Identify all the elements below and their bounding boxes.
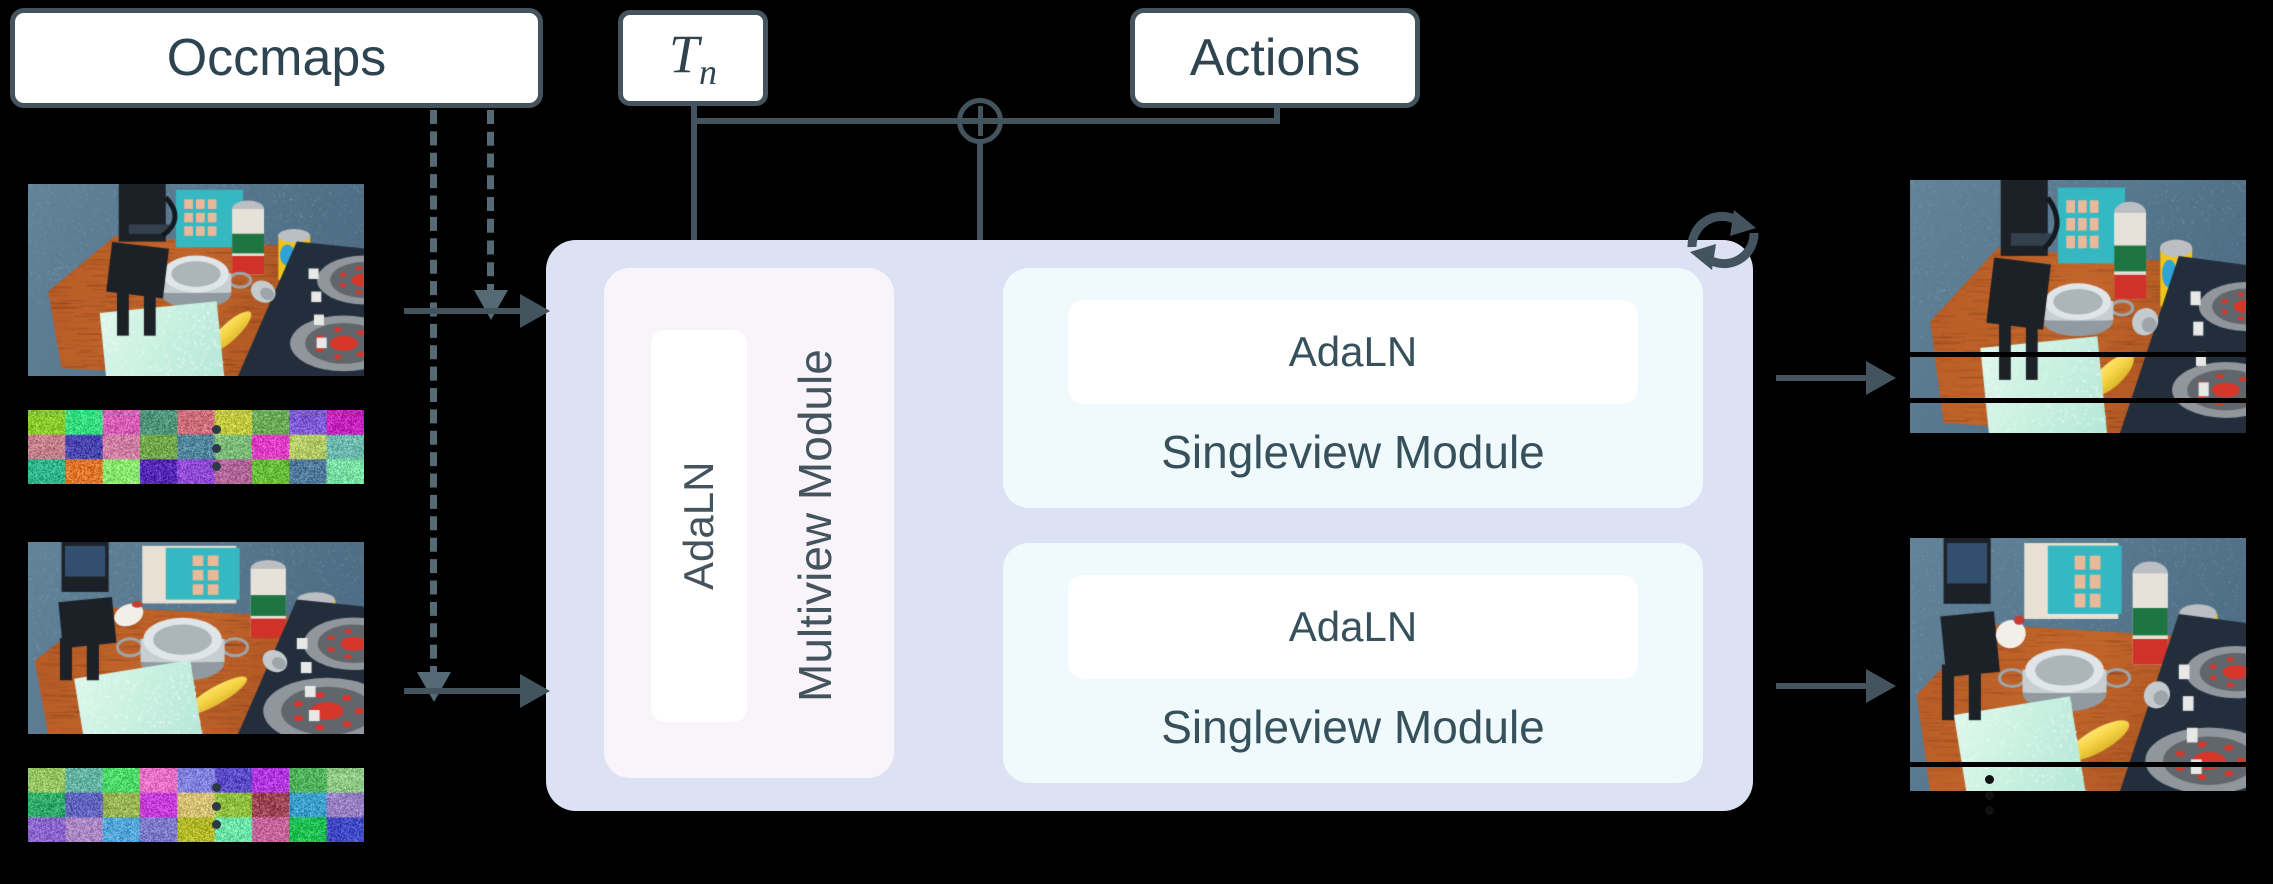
view-2-output-frame-divider-2 <box>1910 803 2246 808</box>
view-1-input-noise-tokens <box>28 410 364 484</box>
occmaps-dashed-arrowhead-lower <box>417 672 451 702</box>
occmaps-box[interactable]: Occmaps <box>10 8 543 108</box>
view-2-output-frame-divider-1 <box>1910 762 2246 767</box>
view-2-input-arrowhead <box>520 674 550 708</box>
view-2-output-photo <box>1910 538 2246 791</box>
view-1-input-arrow-shaft <box>404 308 524 314</box>
view-2-input-photo <box>28 542 364 734</box>
timestep-subscript: n <box>699 51 718 92</box>
view-1-output-frame-divider-1 <box>1910 352 2246 357</box>
view-2-output-arrow-shaft <box>1776 683 1874 689</box>
view-1-input-photo <box>28 184 364 376</box>
actions-drop-wire <box>1274 105 1280 124</box>
timestep-box[interactable]: Tn <box>618 10 768 106</box>
view-2-noise-ellipsis <box>211 783 221 829</box>
timestep-symbol-group: Tn <box>669 23 717 93</box>
multiview-adaln-label: AdaLN <box>675 461 722 591</box>
singleview-adaln-box-top[interactable]: AdaLN <box>1068 300 1638 404</box>
occmaps-dashed-arrowhead-upper <box>474 290 508 320</box>
occmaps-dashed-wire-lower <box>430 110 437 680</box>
view-1-output-arrowhead <box>1866 361 1896 395</box>
actions-box[interactable]: Actions <box>1130 8 1420 108</box>
view-1-output-photo <box>1910 180 2246 433</box>
view-1-output-arrow-shaft <box>1776 375 1874 381</box>
recycle-icon <box>1678 200 1768 280</box>
timestep-symbol: T <box>668 24 700 85</box>
view-1-input-arrowhead <box>520 294 550 328</box>
timestep-to-multiview-wire <box>691 118 697 298</box>
view-2-input-arrow-shaft <box>404 688 524 694</box>
view-1-output-frame-divider-2 <box>1910 398 2246 403</box>
occmaps-dashed-wire-upper <box>487 110 494 298</box>
view-2-output-ellipsis <box>1985 775 1994 815</box>
singleview-adaln-box-bottom[interactable]: AdaLN <box>1068 575 1638 679</box>
multiview-adaln-box[interactable]: AdaLN <box>651 330 747 722</box>
actions-label: Actions <box>1189 29 1361 87</box>
view-1-noise-ellipsis <box>211 425 221 471</box>
occmaps-label: Occmaps <box>166 29 387 87</box>
sum-operator-icon <box>957 98 1003 144</box>
singleview-module-title-top: Singleview Module <box>1161 426 1545 478</box>
timestep-drop-wire <box>691 105 697 127</box>
view-2-output-arrowhead <box>1866 669 1896 703</box>
singleview-module-title-bottom: Singleview Module <box>1161 701 1545 753</box>
view-2-input-noise-tokens <box>28 768 364 842</box>
multiview-module-title: Multiview Module <box>789 349 841 703</box>
